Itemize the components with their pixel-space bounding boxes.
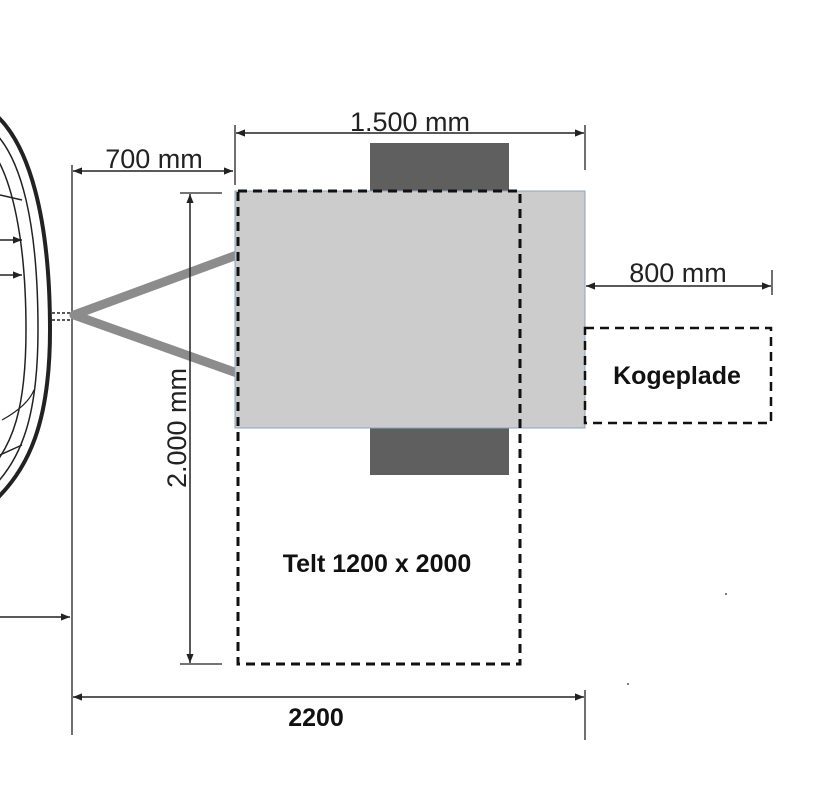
- wheel-bottom: [370, 426, 509, 475]
- trailer-body: [234, 190, 586, 429]
- label-drawbar: 700 mm: [105, 144, 203, 174]
- tent-outline: [236, 189, 522, 666]
- label-length-trailer: 2.000 mm: [162, 368, 192, 488]
- label-tent: Telt 1200 x 2000: [283, 550, 472, 578]
- label-total-length: 2200: [288, 704, 344, 732]
- label-width-trailer: 1.500 mm: [350, 107, 470, 137]
- speck: [725, 593, 727, 595]
- car-outline: [0, 116, 70, 499]
- extension-lines: [71, 125, 773, 740]
- label-stove: Kogeplade: [613, 362, 741, 390]
- label-stove-extension: 800 mm: [629, 258, 727, 288]
- drawbar: [69, 250, 242, 378]
- stove-outline: [583, 326, 773, 425]
- speck: [627, 683, 629, 685]
- wheel-top: [370, 143, 509, 193]
